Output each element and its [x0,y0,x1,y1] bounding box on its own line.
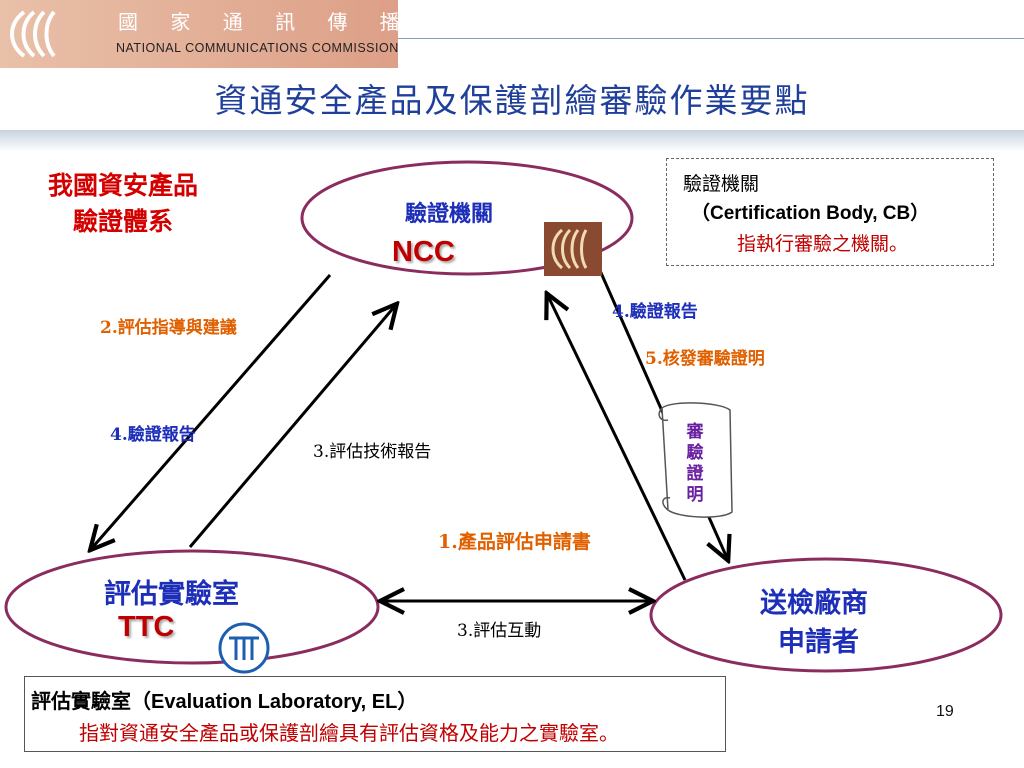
ttc-node-label: 評估實驗室 [104,579,239,610]
ncc-node-logo-icon [544,222,602,276]
ncc-node-label: 驗證機關 [405,201,494,227]
cb-definition-desc: 指執行審驗之機關。 [737,234,909,255]
cb-definition-name: 驗證機關 [683,174,760,195]
el-definition-box: 評估實驗室（Evaluation Laboratory, EL） 指對資通安全產… [24,676,726,752]
header-divider [398,38,1024,39]
system-label: 我國資安產品 驗證體系 [18,168,228,240]
applicant-node-label-line2: 申請者 [778,627,859,658]
arrow-applicant-to-ncc [548,296,687,581]
system-label-line2: 驗證體系 [72,207,173,236]
applicant-node [649,557,1003,673]
certificate-scroll-icon [658,402,733,518]
title-underline-bar [0,130,1024,152]
ncc-logo-icon [10,10,56,58]
cb-definition-box: 驗證機關 （Certification Body, CB） 指執行審驗之機關。 [666,158,994,266]
el-definition-desc: 指對資通安全產品或保護剖繪具有評估資格及能力之實驗室。 [79,723,619,745]
applicant-node-label-line1: 送檢廠商 [760,588,868,619]
edge-label-report-to-lab: 4.驗證報告 [110,425,196,445]
edge-label-tech-report: 3.評估技術報告 [313,442,432,462]
certificate-scroll-text: 審驗證明 [686,422,704,505]
arrow-ncc-to-ttc [92,274,332,548]
org-name-en: NATIONAL COMMUNICATIONS COMMISSION [116,41,399,55]
el-definition-name: 評估實驗室（Evaluation Laboratory, EL） [31,691,418,713]
ttc-node-abbr: TTC [118,611,175,643]
edge-label-guidance: 2.評估指導與建議 [100,318,237,338]
ncc-node-abbr: NCC [392,236,455,268]
arrow-ttc-to-ncc [188,306,395,548]
header-banner [0,0,398,68]
page-title: 資通安全產品及保護剖繪審驗作業要點 [214,81,810,120]
cb-definition-english: （Certification Body, CB） [691,203,930,224]
edge-label-issue-cert: 5.核發審驗證明 [645,349,765,369]
edge-label-interaction: 3.評估互動 [457,621,542,641]
ttc-logo-icon [218,622,270,674]
edge-label-application: 1.產品評估申請書 [438,531,591,553]
edge-label-report-to-applicant: 4.驗證報告 [612,302,698,322]
page-number: 19 [936,703,954,720]
system-label-line1: 我國資安產品 [47,171,198,200]
